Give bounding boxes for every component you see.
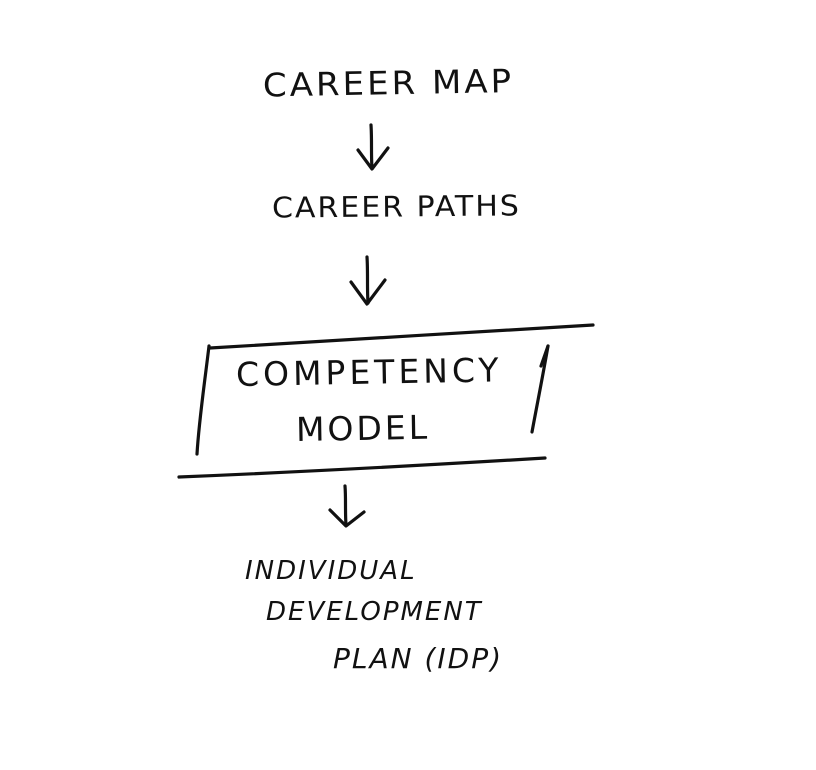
arrow-paths-to-model-head: [349, 278, 387, 306]
arrow-paths-to-model: [349, 255, 387, 306]
arrow-model-to-idp-shaft: [343, 484, 348, 527]
arrow-map-to-paths-head: [356, 146, 390, 171]
competency-model-label-line2: MODEL: [295, 407, 431, 449]
arrow-map-to-paths-shaft: [369, 123, 374, 170]
idp-label-line1: INDIVIDUAL: [245, 556, 417, 586]
arrow-model-to-idp: [328, 484, 366, 528]
career-map-label: CAREER MAP: [262, 62, 515, 105]
box-top-edge: [208, 323, 595, 350]
arrow-map-to-paths: [356, 123, 390, 171]
idp-label-line2: DEVELOPMENT: [266, 597, 483, 627]
box-bottom-edge: [177, 456, 547, 479]
idp-label-line3: PLAN (IDP): [333, 642, 504, 675]
competency-model-box: [177, 323, 595, 479]
career-paths-label: CAREER PATHS: [271, 189, 522, 226]
box-right-tick: [539, 344, 550, 368]
box-right-edge: [530, 344, 550, 434]
arrow-model-to-idp-head: [328, 508, 366, 528]
arrow-paths-to-model-shaft: [365, 255, 370, 305]
competency-model-label-line1: COMPETENCY: [235, 350, 503, 394]
box-left-edge: [195, 344, 211, 456]
